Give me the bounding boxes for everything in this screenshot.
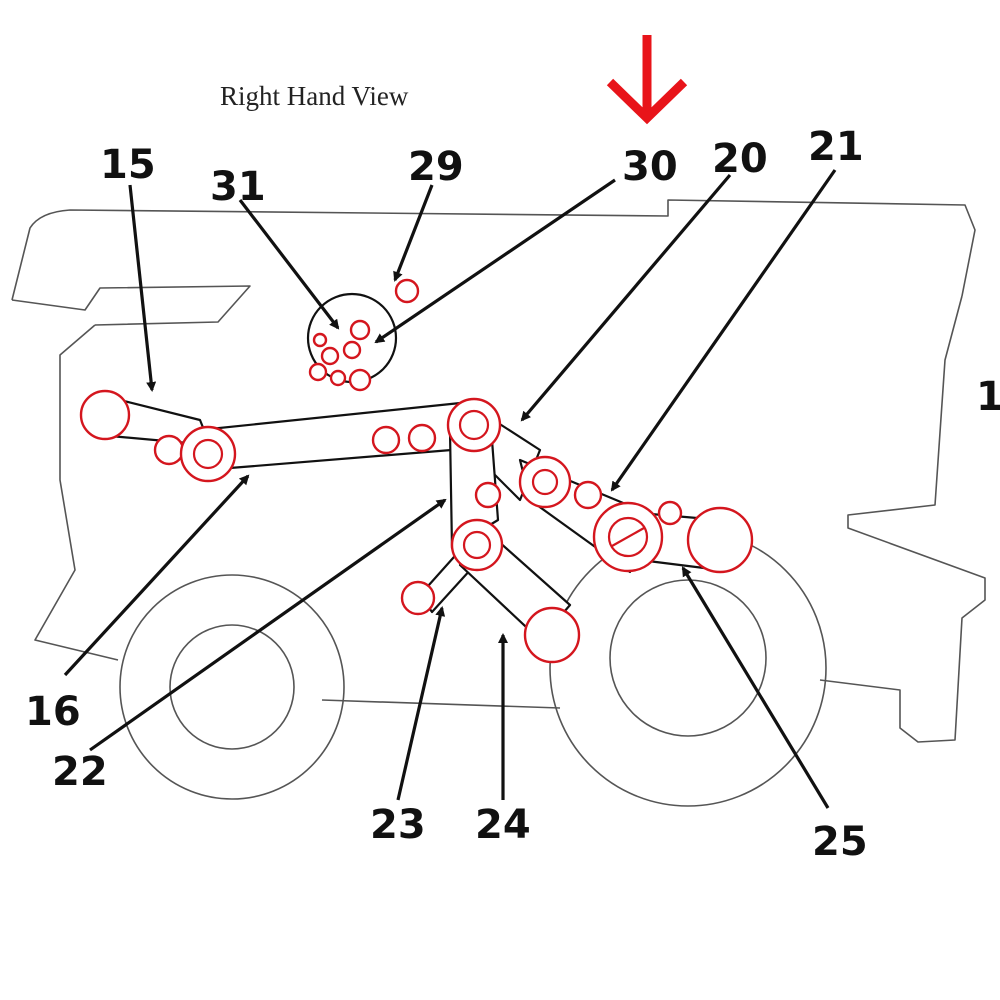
- pulley: [179, 425, 237, 483]
- callout-23: 23: [370, 802, 426, 848]
- front-wheel-hub: [169, 624, 295, 750]
- callout-22: 22: [52, 749, 108, 795]
- callout-30: 30: [622, 144, 678, 190]
- pulley: [79, 389, 131, 441]
- leader-31: [238, 199, 340, 330]
- pulleys: [79, 278, 754, 664]
- pulley: [523, 606, 581, 664]
- callout-29: 29: [408, 144, 464, 190]
- pulley: [474, 481, 502, 509]
- down-arrow-icon: [606, 35, 688, 125]
- pulley: [446, 397, 502, 453]
- front-outline: [34, 324, 119, 661]
- body-outline: [819, 295, 986, 743]
- leader-20: [520, 173, 732, 422]
- chassis-outline: [321, 699, 561, 709]
- leader-25: [681, 566, 830, 809]
- combine-outline: [11, 199, 986, 743]
- pulley: [312, 332, 328, 348]
- callout-25: 25: [812, 819, 868, 865]
- callout-24: 24: [475, 802, 531, 848]
- pulley: [153, 434, 185, 466]
- pulley-inner: [462, 530, 492, 560]
- callout-21: 21: [808, 124, 864, 170]
- callout-16: 16: [25, 689, 81, 735]
- leader-30: [374, 178, 616, 344]
- pulley: [329, 369, 347, 387]
- leader-21: [610, 169, 837, 492]
- pulley-inner: [458, 409, 490, 441]
- pulley-inner: [607, 516, 649, 558]
- pulley: [573, 480, 603, 510]
- pulley: [342, 340, 362, 360]
- callout-numbers: 15 31 29 30 20 21 1 16 22 23 24 25: [25, 124, 1000, 865]
- front-wheel: [119, 574, 345, 800]
- pulley: [394, 278, 420, 304]
- pulley: [518, 455, 572, 509]
- leader-23: [396, 606, 446, 801]
- cab-roof-outline: [11, 199, 976, 301]
- pulley: [400, 580, 436, 616]
- pulley: [371, 425, 401, 455]
- pulley: [308, 362, 328, 382]
- callout-15: 15: [100, 142, 156, 188]
- pulley: [657, 500, 683, 526]
- pulley: [349, 319, 371, 341]
- callout-31: 31: [210, 164, 266, 210]
- pulley-inner: [192, 438, 224, 470]
- rear-wheel: [549, 529, 827, 807]
- leader-lines: [63, 169, 837, 809]
- view-title: Right Hand View: [220, 81, 409, 111]
- leader-15: [128, 184, 157, 392]
- pulley: [686, 506, 754, 574]
- pulley: [348, 368, 372, 392]
- callout-1: 1: [976, 374, 1000, 420]
- leader-22: [89, 498, 447, 752]
- leader-29: [393, 184, 434, 282]
- pulley: [320, 346, 340, 366]
- pulley: [450, 518, 504, 572]
- rear-wheel-hub: [609, 579, 767, 737]
- hood-outline: [11, 285, 251, 326]
- callout-20: 20: [712, 136, 768, 182]
- pulley: [407, 423, 437, 453]
- pulley-inner: [531, 468, 559, 496]
- pulley-spoke: [611, 527, 645, 547]
- leader-16: [63, 474, 250, 677]
